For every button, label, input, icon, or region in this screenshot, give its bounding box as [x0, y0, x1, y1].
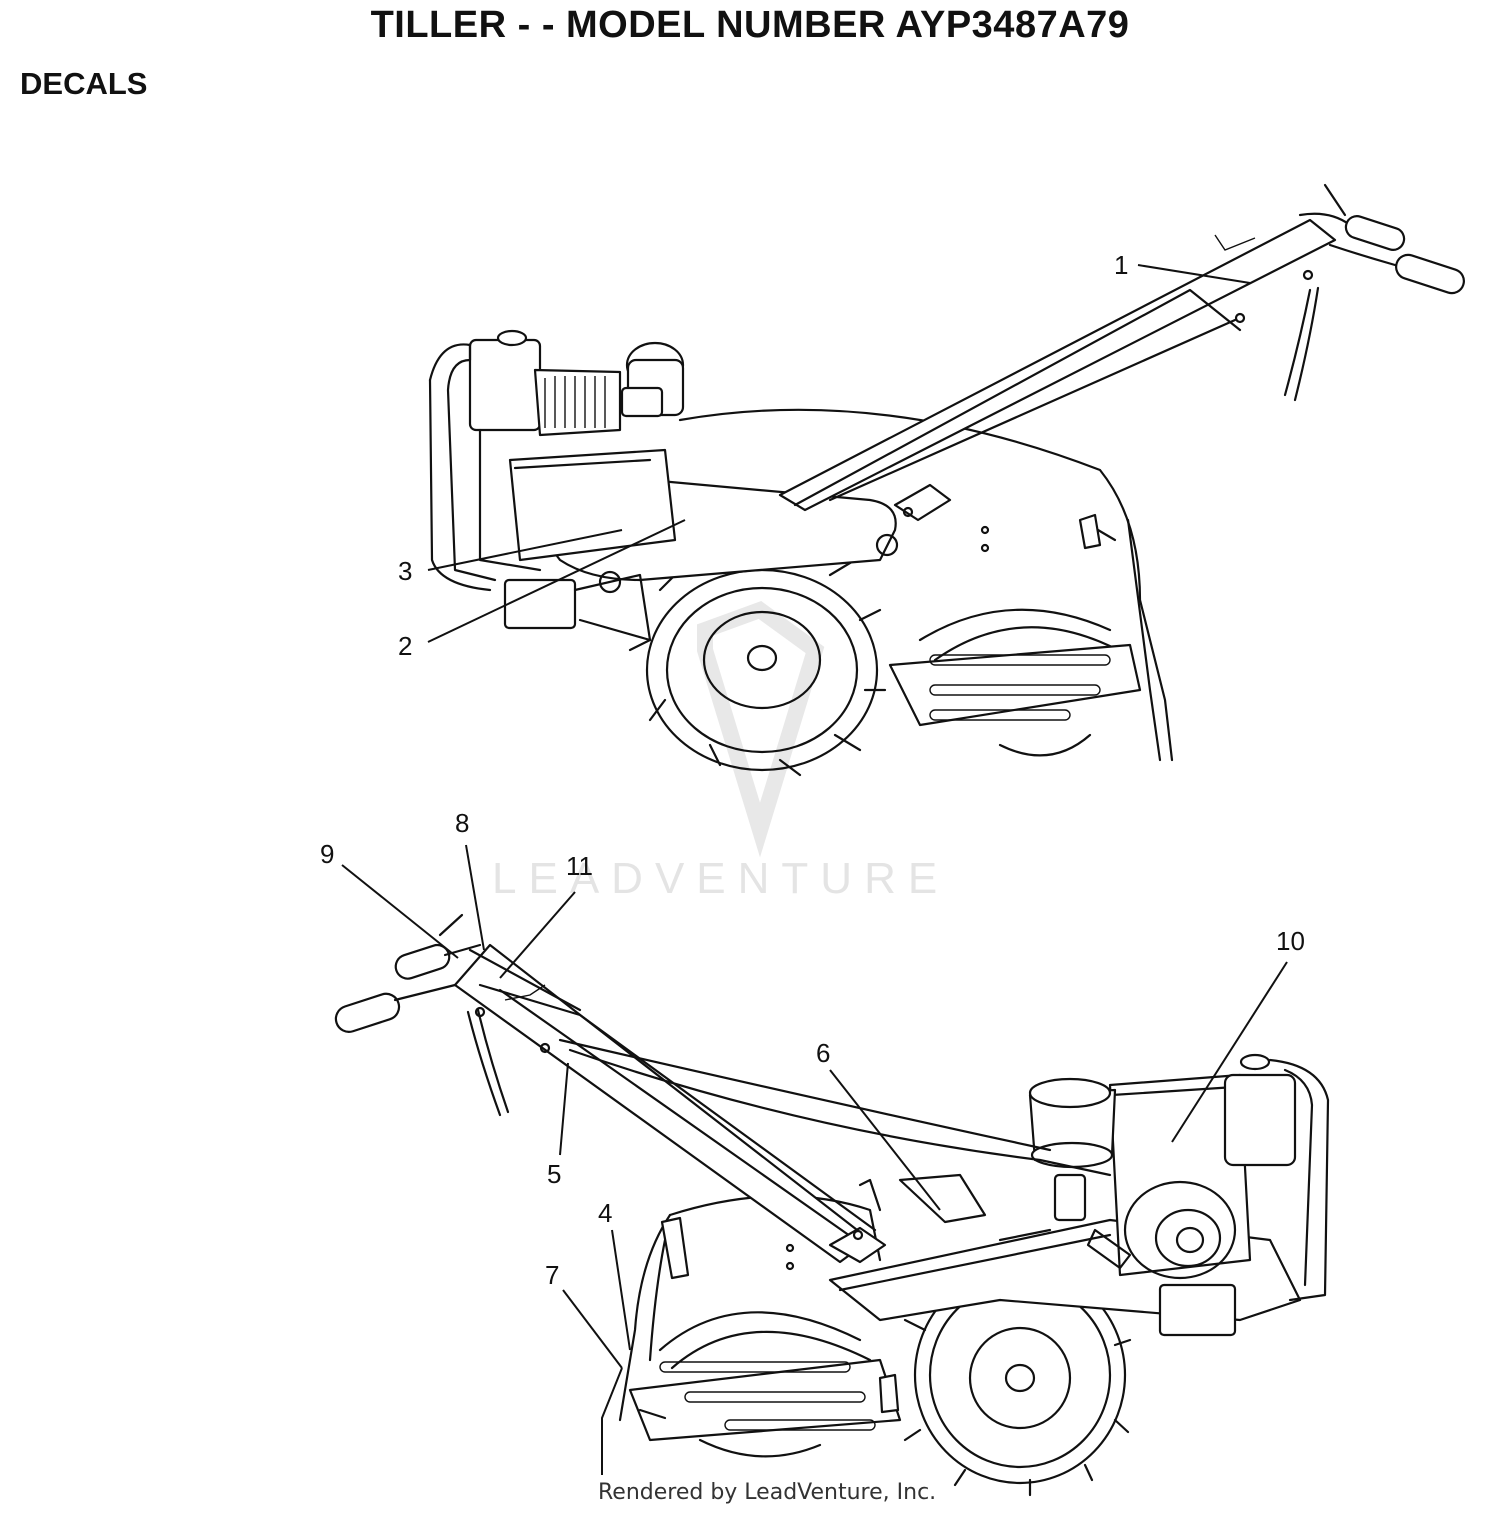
- callout-1: 1: [1114, 250, 1128, 280]
- callout-10: 10: [1276, 926, 1305, 956]
- leader-5: [559, 1062, 569, 1156]
- leader-10: [1171, 961, 1288, 1143]
- callout-7: 7: [545, 1260, 559, 1290]
- callout-5: 5: [547, 1159, 561, 1189]
- footer-credit: Rendered by LeadVenture, Inc.: [598, 1480, 937, 1505]
- callout-9: 9: [320, 839, 334, 869]
- watermark: LEADVENTURE: [492, 601, 949, 903]
- callout-2: 2: [398, 631, 412, 661]
- leader-9: [341, 864, 459, 959]
- leader-7: [562, 1289, 623, 1369]
- section-title: DECALS: [20, 66, 148, 101]
- tiller-top-view: [428, 183, 1465, 777]
- tiller-bottom-view: [334, 913, 1330, 1497]
- callout-4: 4: [598, 1198, 612, 1228]
- callout-3: 3: [398, 556, 412, 586]
- watermark-text: LEADVENTURE: [492, 854, 949, 903]
- callout-8: 8: [455, 808, 469, 838]
- leader-3: [427, 529, 623, 571]
- leader-2: [427, 519, 686, 643]
- page-title: TILLER - - MODEL NUMBER AYP3487A79: [370, 4, 1130, 46]
- leader-bottom: [601, 1367, 623, 1475]
- leader-8: [465, 844, 485, 951]
- leader-11: [499, 891, 576, 979]
- leader-1: [1137, 264, 1251, 284]
- leader-6: [829, 1069, 941, 1211]
- callout-11: 11: [566, 851, 593, 881]
- leader-4: [611, 1229, 631, 1351]
- callout-6: 6: [816, 1038, 830, 1068]
